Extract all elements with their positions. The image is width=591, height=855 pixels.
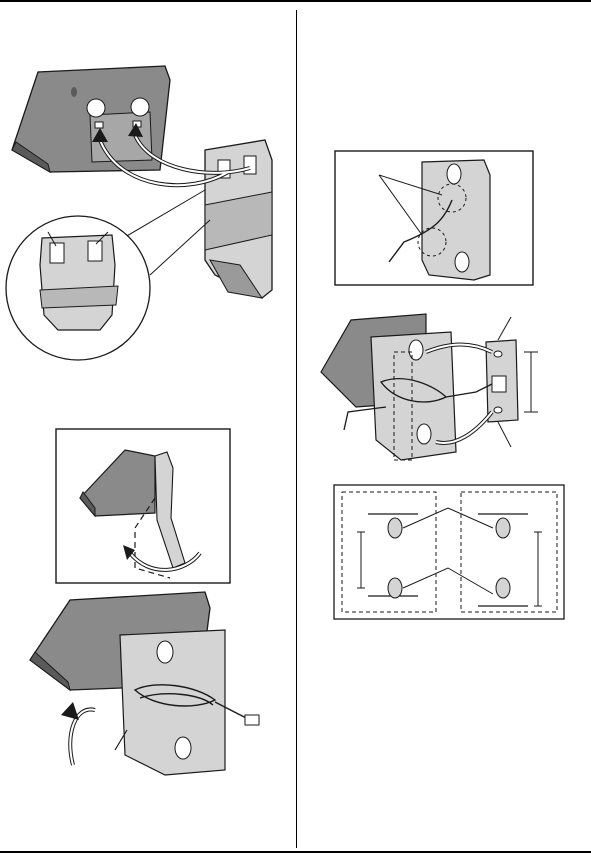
- figure-wall-plate: [316, 312, 576, 482]
- figure-base-to-bracket: [0, 60, 300, 420]
- bottom-rule: [0, 851, 591, 853]
- base-unit-illustration: [12, 66, 170, 172]
- hook-callout-circle: [6, 216, 150, 360]
- top-rule: [0, 0, 591, 2]
- figure-flip-bracket: [15, 590, 285, 790]
- figure-cord-routing: [334, 150, 534, 286]
- wall-bracket-illustration: [205, 140, 272, 298]
- figure-keyhole-detail: [333, 484, 565, 620]
- figure-rotate-bracket: [55, 428, 231, 584]
